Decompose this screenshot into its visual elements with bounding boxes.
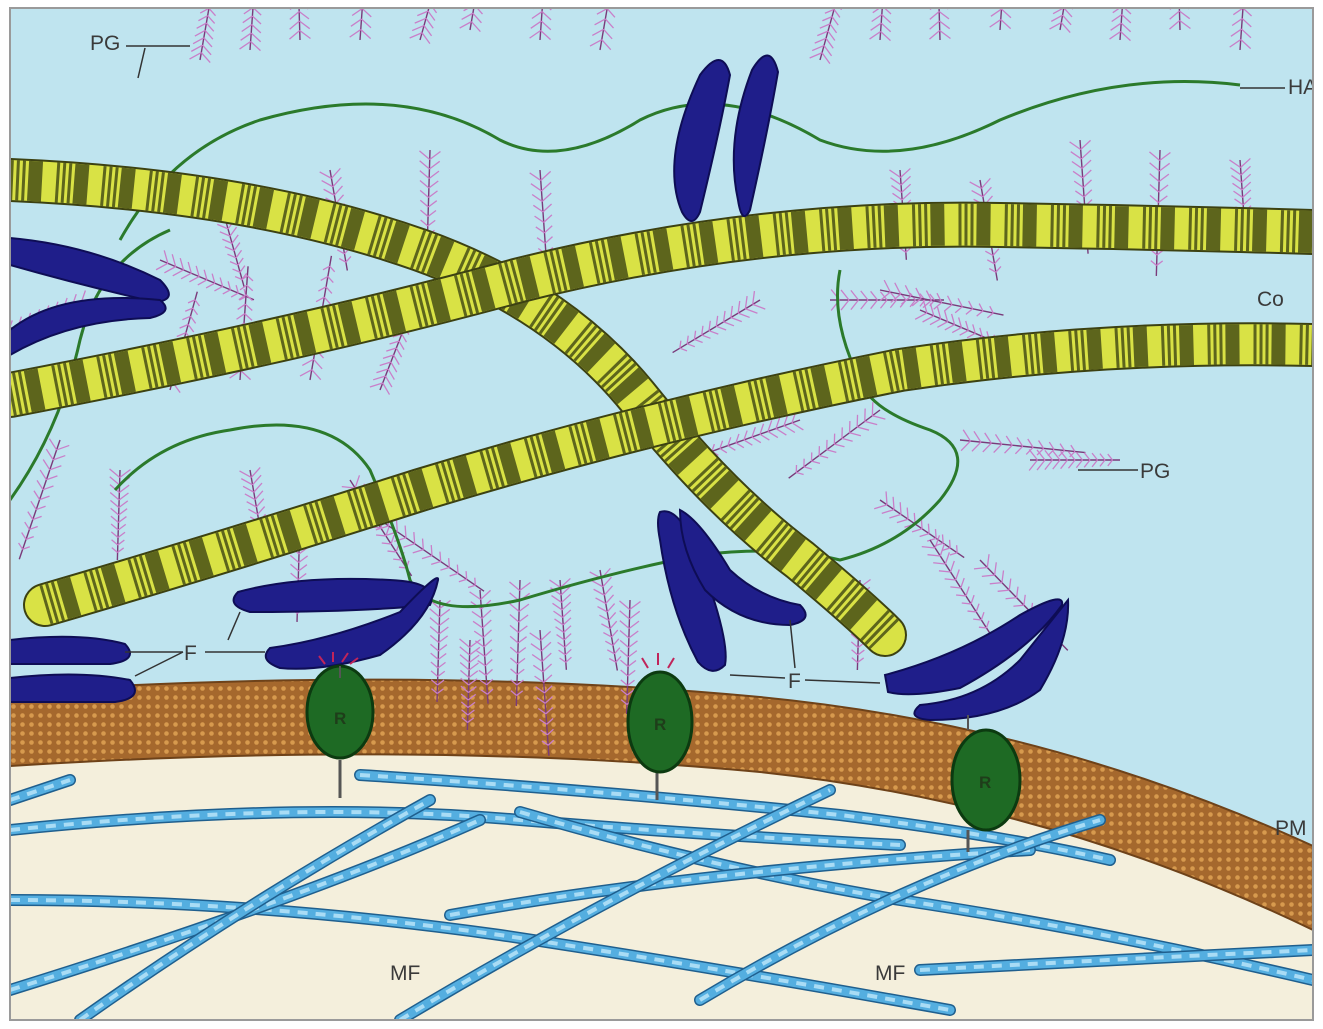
label-receptor: R [979, 773, 991, 792]
label-f-right: F [788, 670, 801, 693]
label-receptor: R [654, 715, 666, 734]
label-receptor: R [334, 709, 346, 728]
label-pg-top: PG [90, 32, 120, 55]
label-f-left: F [184, 642, 197, 665]
label-pg-right: PG [1140, 460, 1170, 483]
label-co: Co [1257, 288, 1284, 311]
label-mf-right: MF [875, 962, 905, 985]
label-mf-left: MF [390, 962, 420, 985]
label-pm: PM [1275, 817, 1307, 840]
